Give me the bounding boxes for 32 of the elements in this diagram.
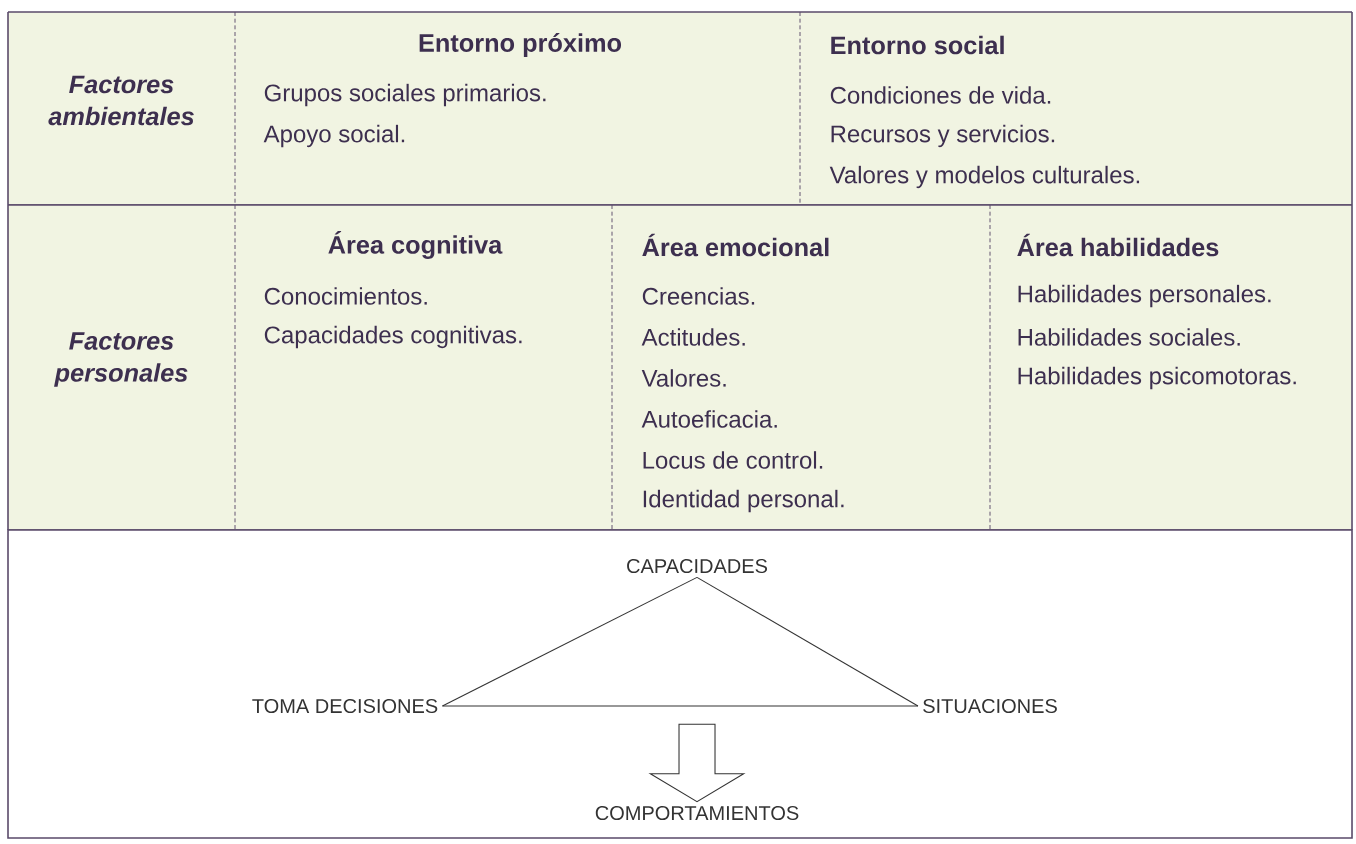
diagram-label: TOMA DECISIONES [252, 698, 438, 714]
column-heading: Área cognitiva [328, 231, 503, 259]
list-item: Grupos sociales primarios. [264, 83, 546, 107]
row-heading: Factores personales [54, 332, 188, 387]
column-heading: Área habilidades [1017, 233, 1219, 257]
diagram-label: CAPACIDADES [627, 558, 768, 574]
diagram-label: SITUACIONES [923, 698, 1057, 714]
triangle-side [441, 705, 919, 707]
diagram-label: COMPORTAMIENTOS [595, 805, 799, 821]
list-item: Condiciones de vida. [830, 86, 1051, 104]
list-item: Valores. [641, 369, 726, 387]
list-item: Creencias. [642, 287, 755, 305]
list-item: Capacidades cognitivas. [264, 325, 522, 349]
column-heading: Entorno próximo [419, 33, 622, 57]
list-item: Identidad personal. [643, 489, 844, 513]
list-item: Habilidades personales. [1018, 284, 1271, 308]
diagram-panel [7, 529, 1353, 839]
list-item: Autoeficacia. [641, 410, 777, 428]
triangle-side [696, 576, 919, 707]
list-item: Recursos y servicios. [831, 124, 1055, 148]
triangle-side [441, 576, 698, 707]
list-item: Habilidades psicomotoras. [1018, 366, 1296, 390]
list-item: Habilidades sociales. [1018, 328, 1240, 346]
list-item: Conocimientos. [264, 287, 427, 305]
column-heading: Entorno social [831, 35, 1004, 55]
column-heading: Área emocional [642, 233, 829, 257]
list-item: Locus de control. [643, 451, 823, 469]
list-item: Apoyo social. [263, 124, 405, 148]
block-arrow [648, 723, 746, 803]
list-item: Actitudes. [641, 328, 745, 346]
list-item: Valores y modelos culturales. [829, 165, 1140, 189]
row-heading: Factores ambientales [48, 75, 194, 126]
